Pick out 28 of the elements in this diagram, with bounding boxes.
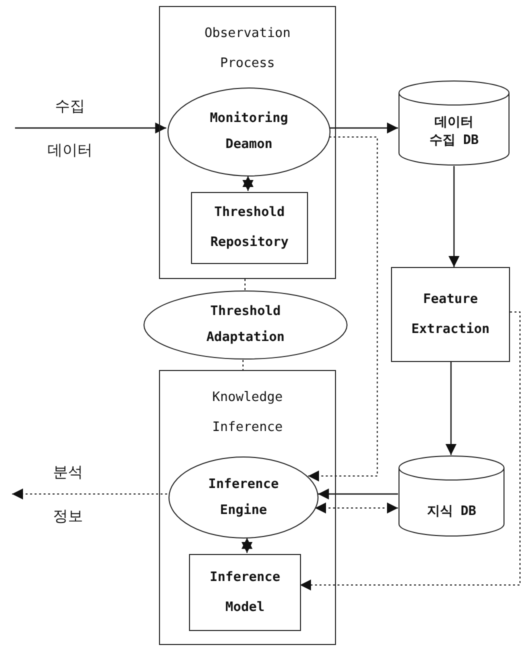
dotted-arrow — [242, 176, 254, 192]
node-label: Inference Model — [208, 568, 282, 616]
node-label: 데이터 수집 DB — [428, 114, 480, 150]
process-box — [189, 554, 301, 631]
node-label: Threshold Adaptation — [205, 303, 286, 347]
process-box — [391, 267, 510, 362]
node-label: Inference Engine — [207, 476, 280, 520]
edge-label: 분석 정보 — [53, 462, 83, 527]
arrow — [448, 166, 460, 267]
dotted-arrow — [12, 488, 168, 500]
dotted-arrow — [314, 502, 398, 514]
node-label: Monitoring Deamon — [208, 110, 290, 154]
dotted-arrow — [300, 312, 520, 590]
arrow — [318, 488, 398, 500]
arrow — [15, 122, 166, 134]
node-label: Knowledge Inference — [211, 389, 284, 437]
process-box — [159, 6, 336, 279]
process-box — [159, 370, 336, 645]
dotted-arrow — [308, 136, 378, 482]
node-label: Threshold Repository — [209, 204, 290, 252]
node-label: Feature Extraction — [410, 290, 491, 338]
process-box — [191, 192, 308, 264]
edge-label: 수집 데이터 — [48, 96, 92, 161]
node-label: Observation Process — [203, 25, 292, 73]
arrow — [446, 362, 456, 455]
node-label: 지식 DB — [426, 503, 476, 521]
dotted-arrow — [242, 537, 252, 554]
arrow — [330, 122, 398, 134]
